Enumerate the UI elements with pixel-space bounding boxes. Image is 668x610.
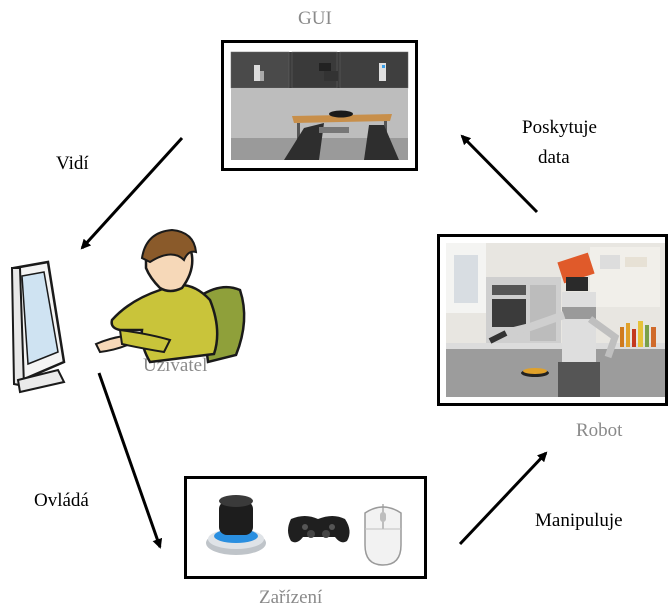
zarizeni-label: Zařízení: [259, 587, 323, 608]
arrow-devices-to-robot: [458, 451, 548, 546]
gui-screenshot: [230, 51, 409, 160]
poskytuje-label-line1: Poskytuje: [522, 117, 597, 138]
arrow-user-to-devices: [97, 372, 163, 549]
poskytuje-label-line2: data: [538, 147, 570, 168]
manipuluje-label: Manipuluje: [535, 510, 623, 531]
gui-box: [221, 40, 418, 171]
robot-photo: [446, 243, 665, 397]
devices-illustration: [206, 495, 402, 566]
uzivatel-label: Uživatel: [143, 355, 208, 376]
devices-box: [184, 476, 427, 579]
robot-label: Robot: [576, 420, 623, 441]
vidi-label: Vidí: [56, 153, 89, 174]
arrow-gui-to-user: [80, 136, 184, 250]
3d-mouse-icon: [206, 495, 266, 555]
ovlada-label: Ovládá: [34, 490, 89, 511]
gamepad-icon: [288, 516, 350, 543]
mouse-icon: [364, 504, 402, 566]
arrow-robot-to-gui: [460, 134, 539, 214]
robot-box: [437, 234, 668, 406]
gui-label: GUI: [298, 8, 332, 29]
